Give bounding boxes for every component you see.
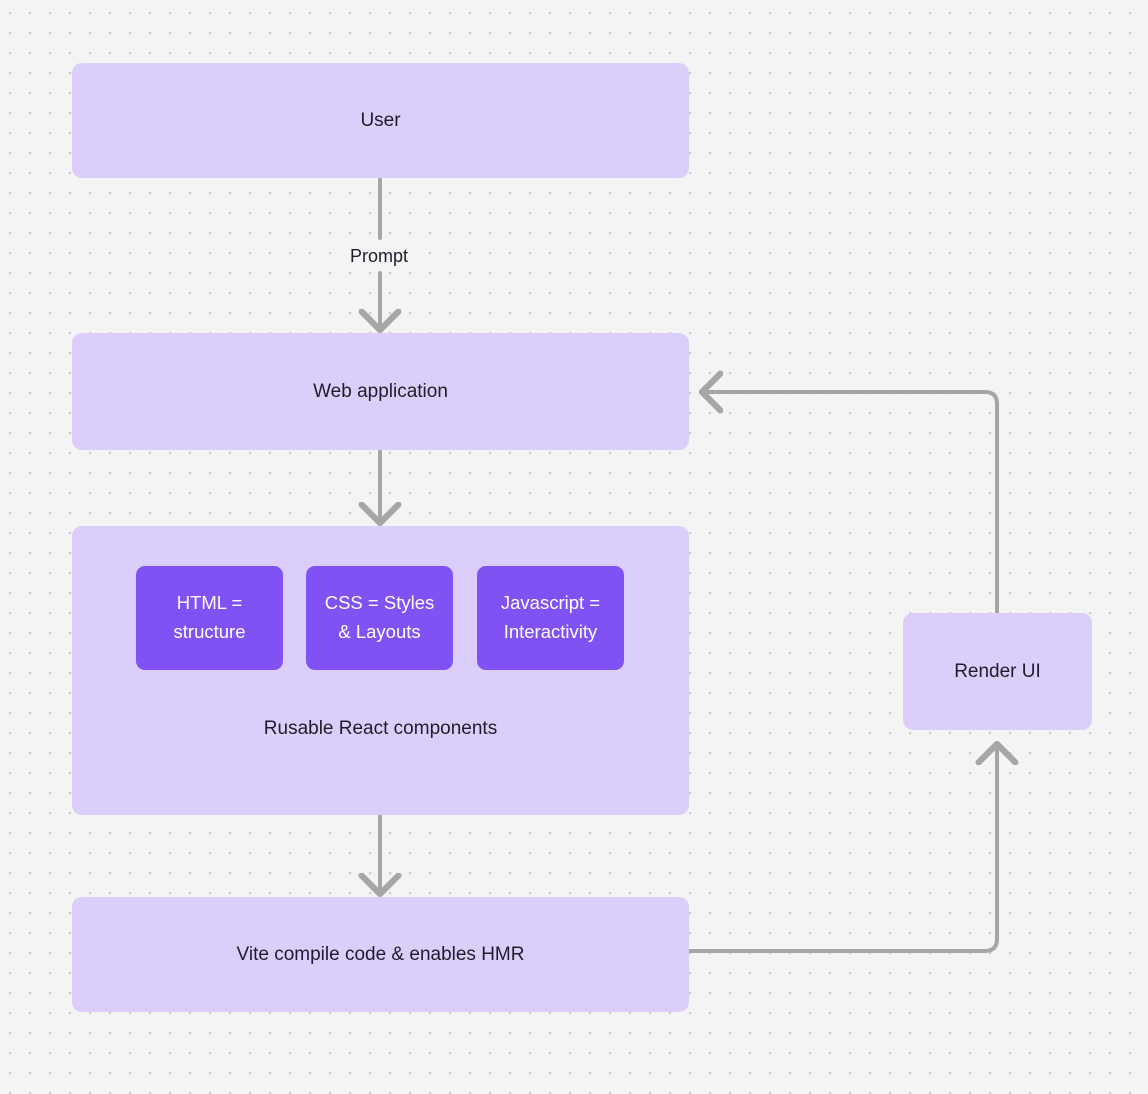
edge-vite-to-render [688, 748, 997, 953]
node-user-label: User [360, 109, 401, 131]
node-vite[interactable]: Vite compile code & enables HMR [72, 897, 689, 1012]
node-html-label: HTML = structure [173, 592, 246, 642]
node-web-application-label: Web application [313, 380, 448, 402]
node-reusable-components-caption: Rusable React components [263, 718, 498, 739]
node-vite-label: Vite compile code & enables HMR [236, 943, 525, 965]
node-javascript-label: Javascript = Interactivity [500, 592, 601, 642]
node-javascript[interactable]: Javascript = Interactivity [477, 566, 624, 670]
edge-label-prompt: Prompt [345, 245, 414, 268]
node-render-ui[interactable]: Render UI [903, 613, 1092, 730]
node-user[interactable]: User [72, 63, 689, 178]
edge-render-to-webapp [706, 392, 999, 615]
node-web-application[interactable]: Web application [72, 333, 689, 450]
node-css[interactable]: CSS = Styles & Layouts [306, 566, 453, 670]
node-html[interactable]: HTML = structure [136, 566, 283, 670]
node-css-label: CSS = Styles & Layouts [324, 592, 435, 642]
node-render-ui-label: Render UI [954, 660, 1041, 682]
